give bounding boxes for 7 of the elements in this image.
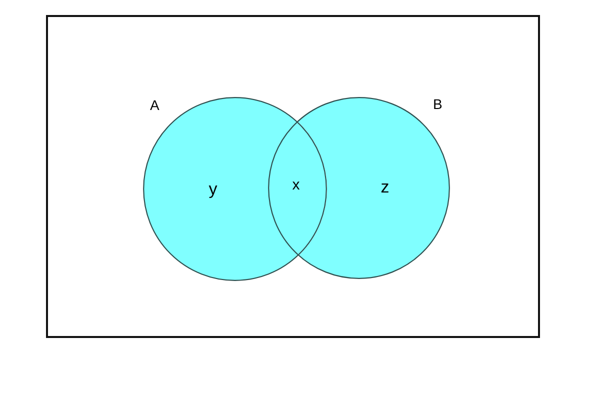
set-circle [268,97,450,279]
region-label: z [380,178,390,196]
universe-rectangle [46,15,540,338]
region-label: x [292,178,300,192]
region-label: y [208,180,218,198]
set-label: A [150,98,160,112]
set-label: B [433,97,442,111]
